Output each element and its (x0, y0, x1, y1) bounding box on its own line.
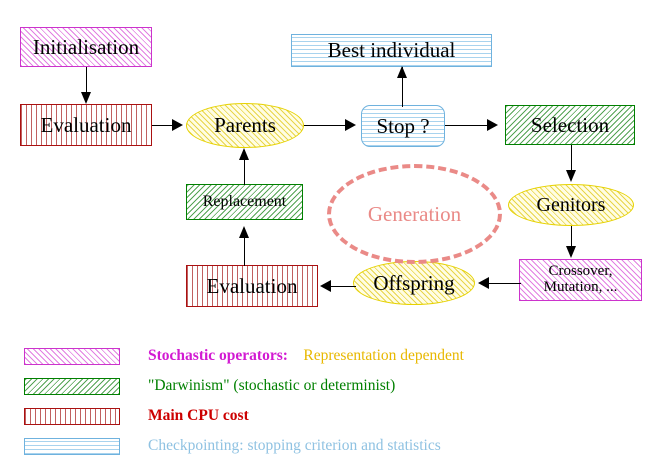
legend-swatch-magenta (24, 347, 120, 365)
edge-crossover-offspring-arrow (478, 277, 489, 289)
edge-stop-selection-arrow (487, 119, 498, 131)
legend-row-checkpointing: Checkpointing: stopping criterion and st… (24, 434, 441, 458)
node-evaluation-top[interactable]: Evaluation (20, 104, 152, 146)
node-generation-label: Generation (367, 201, 462, 226)
node-offspring-label: Offspring (373, 270, 455, 295)
legend: Stochastic operators: Representation dep… (0, 340, 662, 460)
legend-text-stochastic-primary: Stochastic operators: (148, 347, 288, 364)
node-replacement[interactable]: Replacement (186, 184, 303, 220)
node-selection[interactable]: Selection (505, 105, 635, 145)
edge-replacement-parents-arrow (239, 148, 249, 160)
legend-row-darwinism: "Darwinism" (stochastic or determinist) (24, 374, 395, 398)
edge-parents-stop (304, 125, 354, 126)
node-best-individual[interactable]: Best individual (291, 34, 492, 67)
node-parents-label: Parents (214, 113, 276, 138)
node-genitors[interactable]: Genitors (508, 184, 634, 226)
node-initialisation-label: Initialisation (32, 34, 140, 59)
node-initialisation[interactable]: Initialisation (20, 27, 152, 67)
legend-row-stochastic: Stochastic operators: Representation dep… (24, 344, 464, 368)
edge-initialisation-evaluation (86, 67, 87, 97)
node-crossover-mutation[interactable]: Crossover, Mutation, ... (519, 259, 642, 301)
edge-stop-best-individual (402, 67, 403, 107)
edge-genitors-crossover (571, 226, 572, 254)
node-genitors-label: Genitors (536, 193, 606, 216)
edge-offspring-evaluation (327, 286, 356, 287)
node-parents[interactable]: Parents (186, 103, 304, 148)
node-evaluation-bottom-label: Evaluation (206, 273, 298, 298)
node-crossover-mutation-label: Crossover, Mutation, ... (543, 263, 618, 295)
edge-stop-best-individual-arrow (397, 66, 407, 78)
node-replacement-label: Replacement (202, 192, 287, 210)
legend-text-checkpointing: Checkpointing: stopping criterion and st… (148, 437, 441, 454)
node-selection-label: Selection (530, 112, 610, 137)
edge-selection-genitors (571, 145, 572, 177)
edge-offspring-evaluation-arrow (320, 280, 331, 292)
edge-evaluation-parents (152, 125, 178, 126)
legend-swatch-red (24, 407, 120, 425)
edge-evaluation-parents-arrow (172, 119, 183, 131)
node-evaluation-bottom[interactable]: Evaluation (186, 265, 318, 307)
edge-replacement-parents (244, 150, 245, 185)
edge-evaluation-replacement (244, 228, 245, 266)
node-stop[interactable]: Stop ? (361, 105, 445, 147)
edge-stop-selection (445, 125, 495, 126)
legend-text-stochastic: Stochastic operators: Representation dep… (148, 347, 464, 365)
edge-initialisation-evaluation-arrow (81, 92, 91, 104)
edge-evaluation-replacement-arrow (239, 226, 249, 238)
edge-selection-genitors-arrow (566, 170, 576, 182)
node-offspring[interactable]: Offspring (353, 261, 475, 305)
edge-genitors-crossover-arrow (566, 246, 576, 258)
legend-text-cpu-cost: Main CPU cost (148, 407, 249, 424)
legend-swatch-green (24, 377, 120, 395)
legend-text-stochastic-secondary: Representation dependent (303, 347, 464, 364)
legend-row-cpu-cost: Main CPU cost (24, 404, 249, 428)
edge-crossover-offspring (481, 283, 521, 284)
node-stop-label: Stop ? (376, 113, 430, 138)
legend-text-darwinism: "Darwinism" (stochastic or determinist) (148, 377, 396, 394)
node-generation: Generation (327, 164, 502, 264)
node-best-individual-label: Best individual (327, 38, 456, 63)
legend-swatch-blue (24, 437, 120, 455)
edge-parents-stop-arrow (345, 119, 356, 131)
node-evaluation-top-label: Evaluation (40, 112, 132, 137)
